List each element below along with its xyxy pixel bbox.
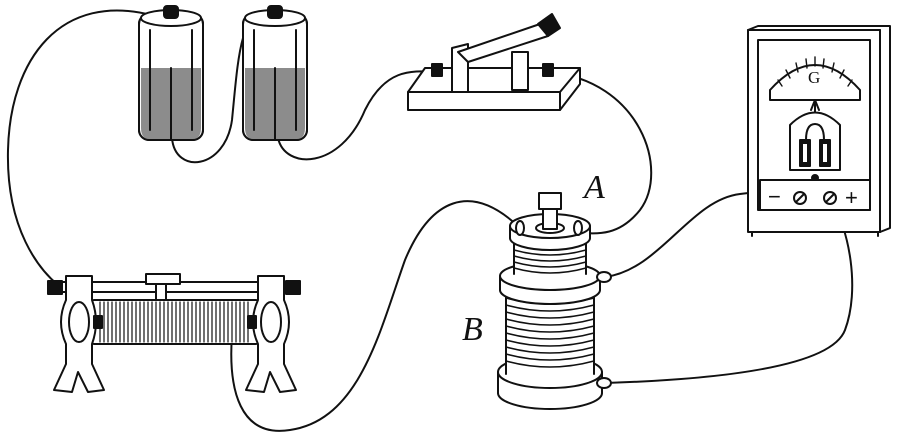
g-plus-label: + <box>845 185 858 210</box>
wire-switch-to-coil-a <box>547 71 653 235</box>
battery-left <box>138 5 204 141</box>
coil-b-windings <box>505 297 595 368</box>
secondary-coil-b <box>497 261 612 410</box>
wire-battery-to-switch <box>277 70 436 161</box>
knife-switch <box>407 13 581 111</box>
coil-b-terminals <box>596 271 612 389</box>
wires <box>6 9 854 432</box>
g-terminals <box>793 191 837 205</box>
galvanometer <box>747 25 891 237</box>
battery-right <box>242 5 308 141</box>
coil-a-terminals <box>515 220 583 236</box>
galvanometer-label: G <box>808 68 820 87</box>
coil-b-label: B <box>462 311 483 348</box>
sliding-rheostat <box>47 273 301 393</box>
rheostat-windings <box>99 301 249 343</box>
wire-battery-to-rheostat <box>6 9 156 286</box>
g-dial-ticks <box>777 56 853 87</box>
g-minus-label: − <box>768 184 781 209</box>
wire-coil-b-to-g-plus <box>604 197 854 384</box>
primary-coil-a <box>509 192 591 275</box>
wire-coil-a-to-rheostat <box>230 200 521 432</box>
coil-a-label: A <box>582 169 605 206</box>
